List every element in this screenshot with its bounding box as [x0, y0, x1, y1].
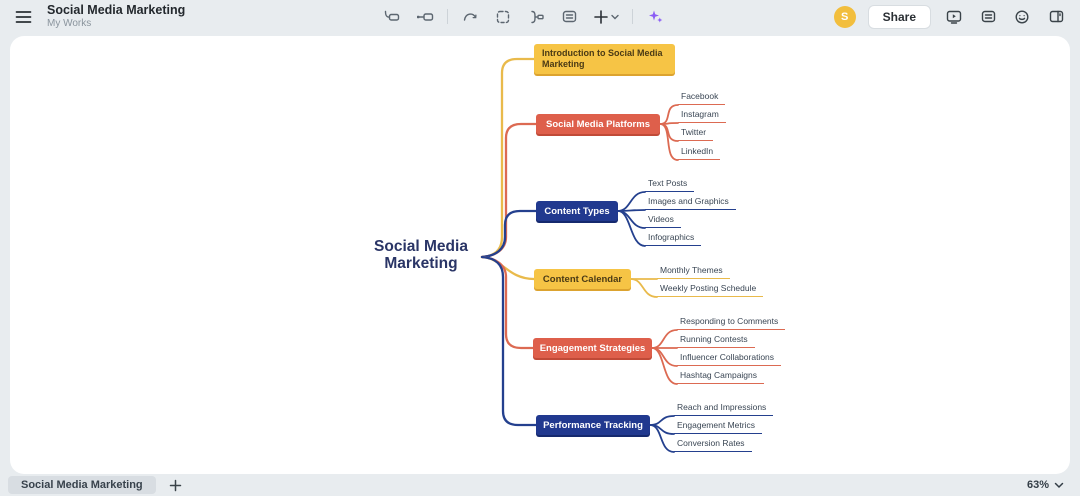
boundary-button[interactable]	[492, 6, 514, 28]
present-button[interactable]	[943, 6, 965, 28]
side-panel-button[interactable]	[1045, 6, 1067, 28]
mindmap-subtopic-label[interactable]: Twitter	[678, 127, 714, 141]
topbar-left-group: Social Media Marketing My Works	[12, 0, 185, 33]
mindmap-central-topic[interactable]: Social Media Marketing	[374, 238, 468, 272]
mindmap-subtopic-label[interactable]: Videos	[645, 214, 681, 228]
hamburger-icon	[15, 10, 32, 24]
mindmap-subtopic-label[interactable]: Responding to Comments	[677, 316, 786, 330]
toolbar-divider	[632, 9, 633, 24]
mindmap-subtopic-label[interactable]: Engagement Metrics	[674, 420, 762, 434]
bottom-bar: Social Media Marketing 63%	[0, 474, 1080, 496]
document-title-block: Social Media Marketing My Works	[47, 3, 185, 30]
chevron-down-icon	[611, 14, 619, 20]
summary-button[interactable]	[525, 6, 547, 28]
mindmap-subtopic-label[interactable]: Instagram	[678, 109, 726, 123]
side-panel-icon	[1048, 9, 1065, 24]
mindmap-subtopic-label[interactable]: Monthly Themes	[657, 265, 730, 279]
mindmap-subtopic-label[interactable]: Images and Graphics	[645, 196, 736, 210]
main-menu-button[interactable]	[12, 6, 34, 28]
mindmap-subtopic-label[interactable]: Reach and Impressions	[674, 402, 774, 416]
zoom-level: 63%	[1026, 479, 1049, 491]
mindmap-subtopic-label[interactable]: Facebook	[678, 91, 726, 105]
mindmap-subtopic-label[interactable]: Weekly Posting Schedule	[657, 283, 764, 297]
zoom-control[interactable]: 63%	[1027, 476, 1064, 494]
ai-sparkle-icon	[647, 8, 664, 25]
user-avatar[interactable]: S	[833, 5, 856, 28]
comments-icon	[980, 9, 997, 24]
plus-icon	[169, 479, 182, 492]
document-title: Social Media Marketing	[47, 3, 186, 17]
mindmap-topic-node[interactable]: Introduction to Social Media Marketing	[534, 44, 675, 74]
ai-assistant-button[interactable]	[644, 6, 666, 28]
topbar-right-group: S Share	[833, 0, 1067, 33]
mindmap-topic-node[interactable]: Performance Tracking	[536, 415, 650, 435]
mindmap-subtopic-label[interactable]: Infographics	[645, 232, 702, 246]
mindmap-topic-node[interactable]: Engagement Strategies	[533, 338, 652, 358]
share-button[interactable]: Share	[867, 4, 931, 29]
add-sheet-button[interactable]	[166, 476, 184, 494]
mindmap-topic-node[interactable]: Social Media Platforms	[536, 114, 660, 134]
mindmap-topic-node[interactable]: Content Types	[536, 201, 618, 221]
smiley-icon	[1014, 9, 1030, 25]
notes-icon	[561, 9, 578, 24]
document-subtitle[interactable]: My Works	[47, 18, 92, 29]
mindmap-subtopic-label[interactable]: Influencer Collaborations	[677, 352, 782, 366]
toolbar	[381, 0, 666, 33]
mindmap-subtopic-label[interactable]: Text Posts	[645, 178, 695, 192]
mindmap-subtopic-label[interactable]: LinkedIn	[678, 146, 721, 160]
mindmap-canvas[interactable]	[10, 36, 1070, 474]
mindmap-topic-node[interactable]: Content Calendar	[534, 269, 631, 289]
reactions-button[interactable]	[1011, 6, 1033, 28]
comments-button[interactable]	[977, 6, 999, 28]
top-bar: Social Media Marketing My Works	[0, 0, 1080, 33]
summary-icon	[527, 9, 545, 25]
plus-icon	[593, 9, 609, 25]
subtopic-icon	[416, 9, 434, 25]
add-node-button[interactable]	[591, 6, 621, 28]
boundary-icon	[495, 9, 511, 25]
present-icon	[945, 9, 963, 25]
relationship-button[interactable]	[459, 6, 481, 28]
mindmap-subtopic-label[interactable]: Hashtag Campaigns	[677, 370, 765, 384]
chevron-down-icon	[1054, 482, 1064, 489]
sibling-topic-icon	[384, 9, 401, 25]
relationship-icon	[462, 9, 479, 24]
mindmap-subtopic-label[interactable]: Running Contests	[677, 334, 755, 348]
toolbar-divider	[447, 9, 448, 24]
sibling-topic-button[interactable]	[381, 6, 403, 28]
subtopic-button[interactable]	[414, 6, 436, 28]
notes-button[interactable]	[558, 6, 580, 28]
sheet-tab[interactable]: Social Media Marketing	[8, 476, 156, 494]
mindmap-subtopic-label[interactable]: Conversion Rates	[674, 438, 752, 452]
